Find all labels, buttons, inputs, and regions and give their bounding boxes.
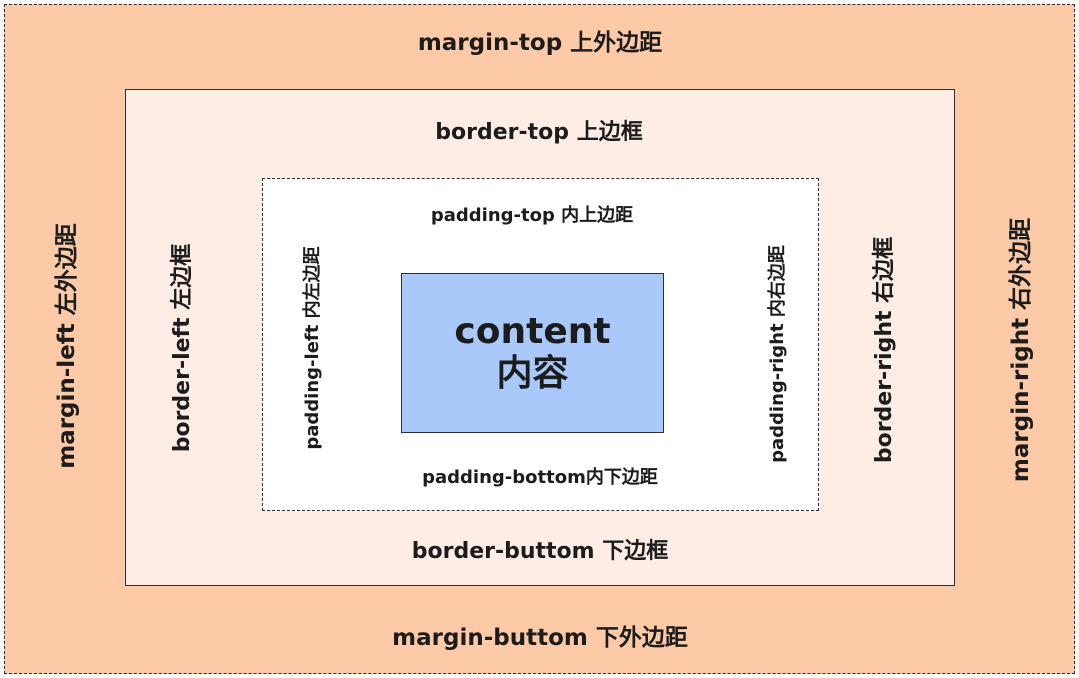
margin-right-label: margin-right 右外边距 <box>1008 217 1034 483</box>
content-label-cn: 内容 <box>496 353 569 394</box>
padding-top-label: padding-top 内上边距 <box>430 205 634 226</box>
padding-right-label: padding-right 内右边距 <box>767 245 788 463</box>
border-left-label: border-left 左边框 <box>170 243 195 453</box>
margin-bottom-label: margin-buttom 下外边距 <box>392 625 688 651</box>
padding-left-label: padding-left 内左边距 <box>302 246 323 450</box>
margin-top-label: margin-top 上外边距 <box>417 30 663 56</box>
border-bottom-label: border-buttom 下边框 <box>411 539 669 564</box>
border-right-label: border-right 右边框 <box>872 236 897 464</box>
border-top-label: border-top 上边框 <box>435 120 643 145</box>
margin-left-label: margin-left 左外边距 <box>54 223 80 469</box>
content-box: content 内容 <box>401 273 664 433</box>
content-label: content <box>454 311 611 352</box>
padding-bottom-label: padding-bottom内下边距 <box>422 467 658 488</box>
